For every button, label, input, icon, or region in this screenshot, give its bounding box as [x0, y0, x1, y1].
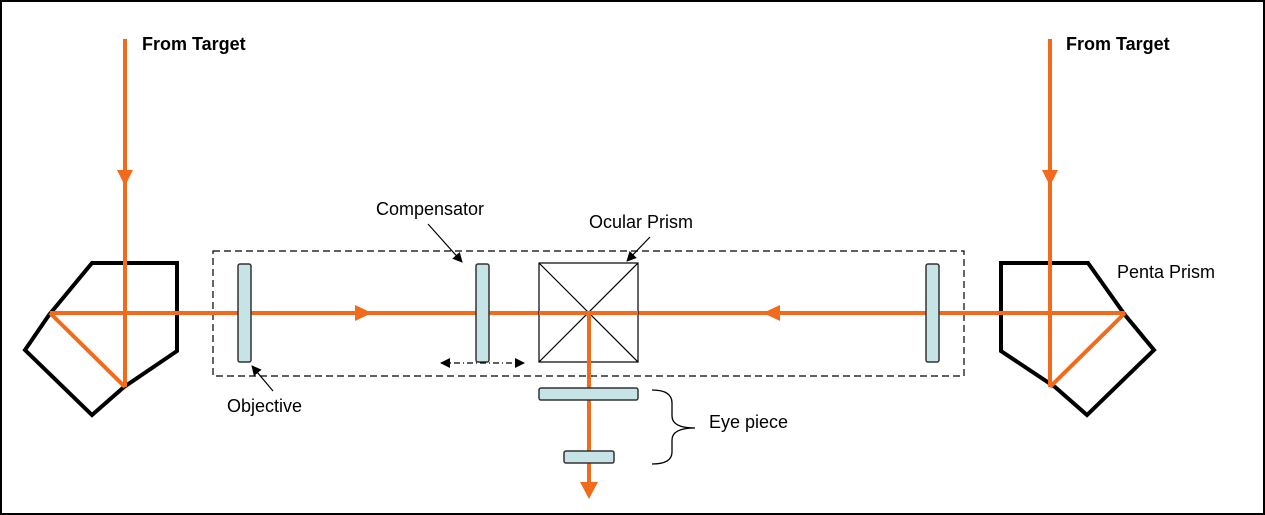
- objective-lens: [237, 263, 252, 363]
- eye-piece-label: Eye piece: [709, 412, 788, 432]
- compensator-lens: [475, 263, 490, 363]
- left-penta-prism: [22, 261, 179, 418]
- eyepiece-brace: [651, 389, 696, 465]
- right-internal-beam: [1048, 311, 1127, 389]
- right-penta-prism: [999, 261, 1157, 418]
- left-beam-arrow: [117, 170, 133, 186]
- left-internal-beam: [48, 311, 127, 389]
- from-target-left-label: From Target: [142, 34, 246, 54]
- right-objective-lens: [925, 263, 940, 363]
- beam-arrow-left: [763, 305, 780, 321]
- ocular-prism-leader: [626, 236, 651, 262]
- compensator-label: Compensator: [376, 199, 484, 219]
- eyepiece-beam-arrow: [580, 482, 598, 499]
- ocular-prism-label: Ocular Prism: [589, 212, 693, 232]
- from-target-right-label: From Target: [1066, 34, 1170, 54]
- penta-prism-label: Penta Prism: [1117, 262, 1215, 282]
- eyepiece-lens-upper: [538, 387, 639, 401]
- objective-label: Objective: [227, 396, 302, 416]
- beam-arrow-right: [355, 305, 372, 321]
- objective-leader: [251, 365, 274, 392]
- compensator-leader: [427, 223, 463, 263]
- eyepiece-lens-lower: [563, 450, 615, 464]
- right-beam-arrow: [1042, 170, 1058, 186]
